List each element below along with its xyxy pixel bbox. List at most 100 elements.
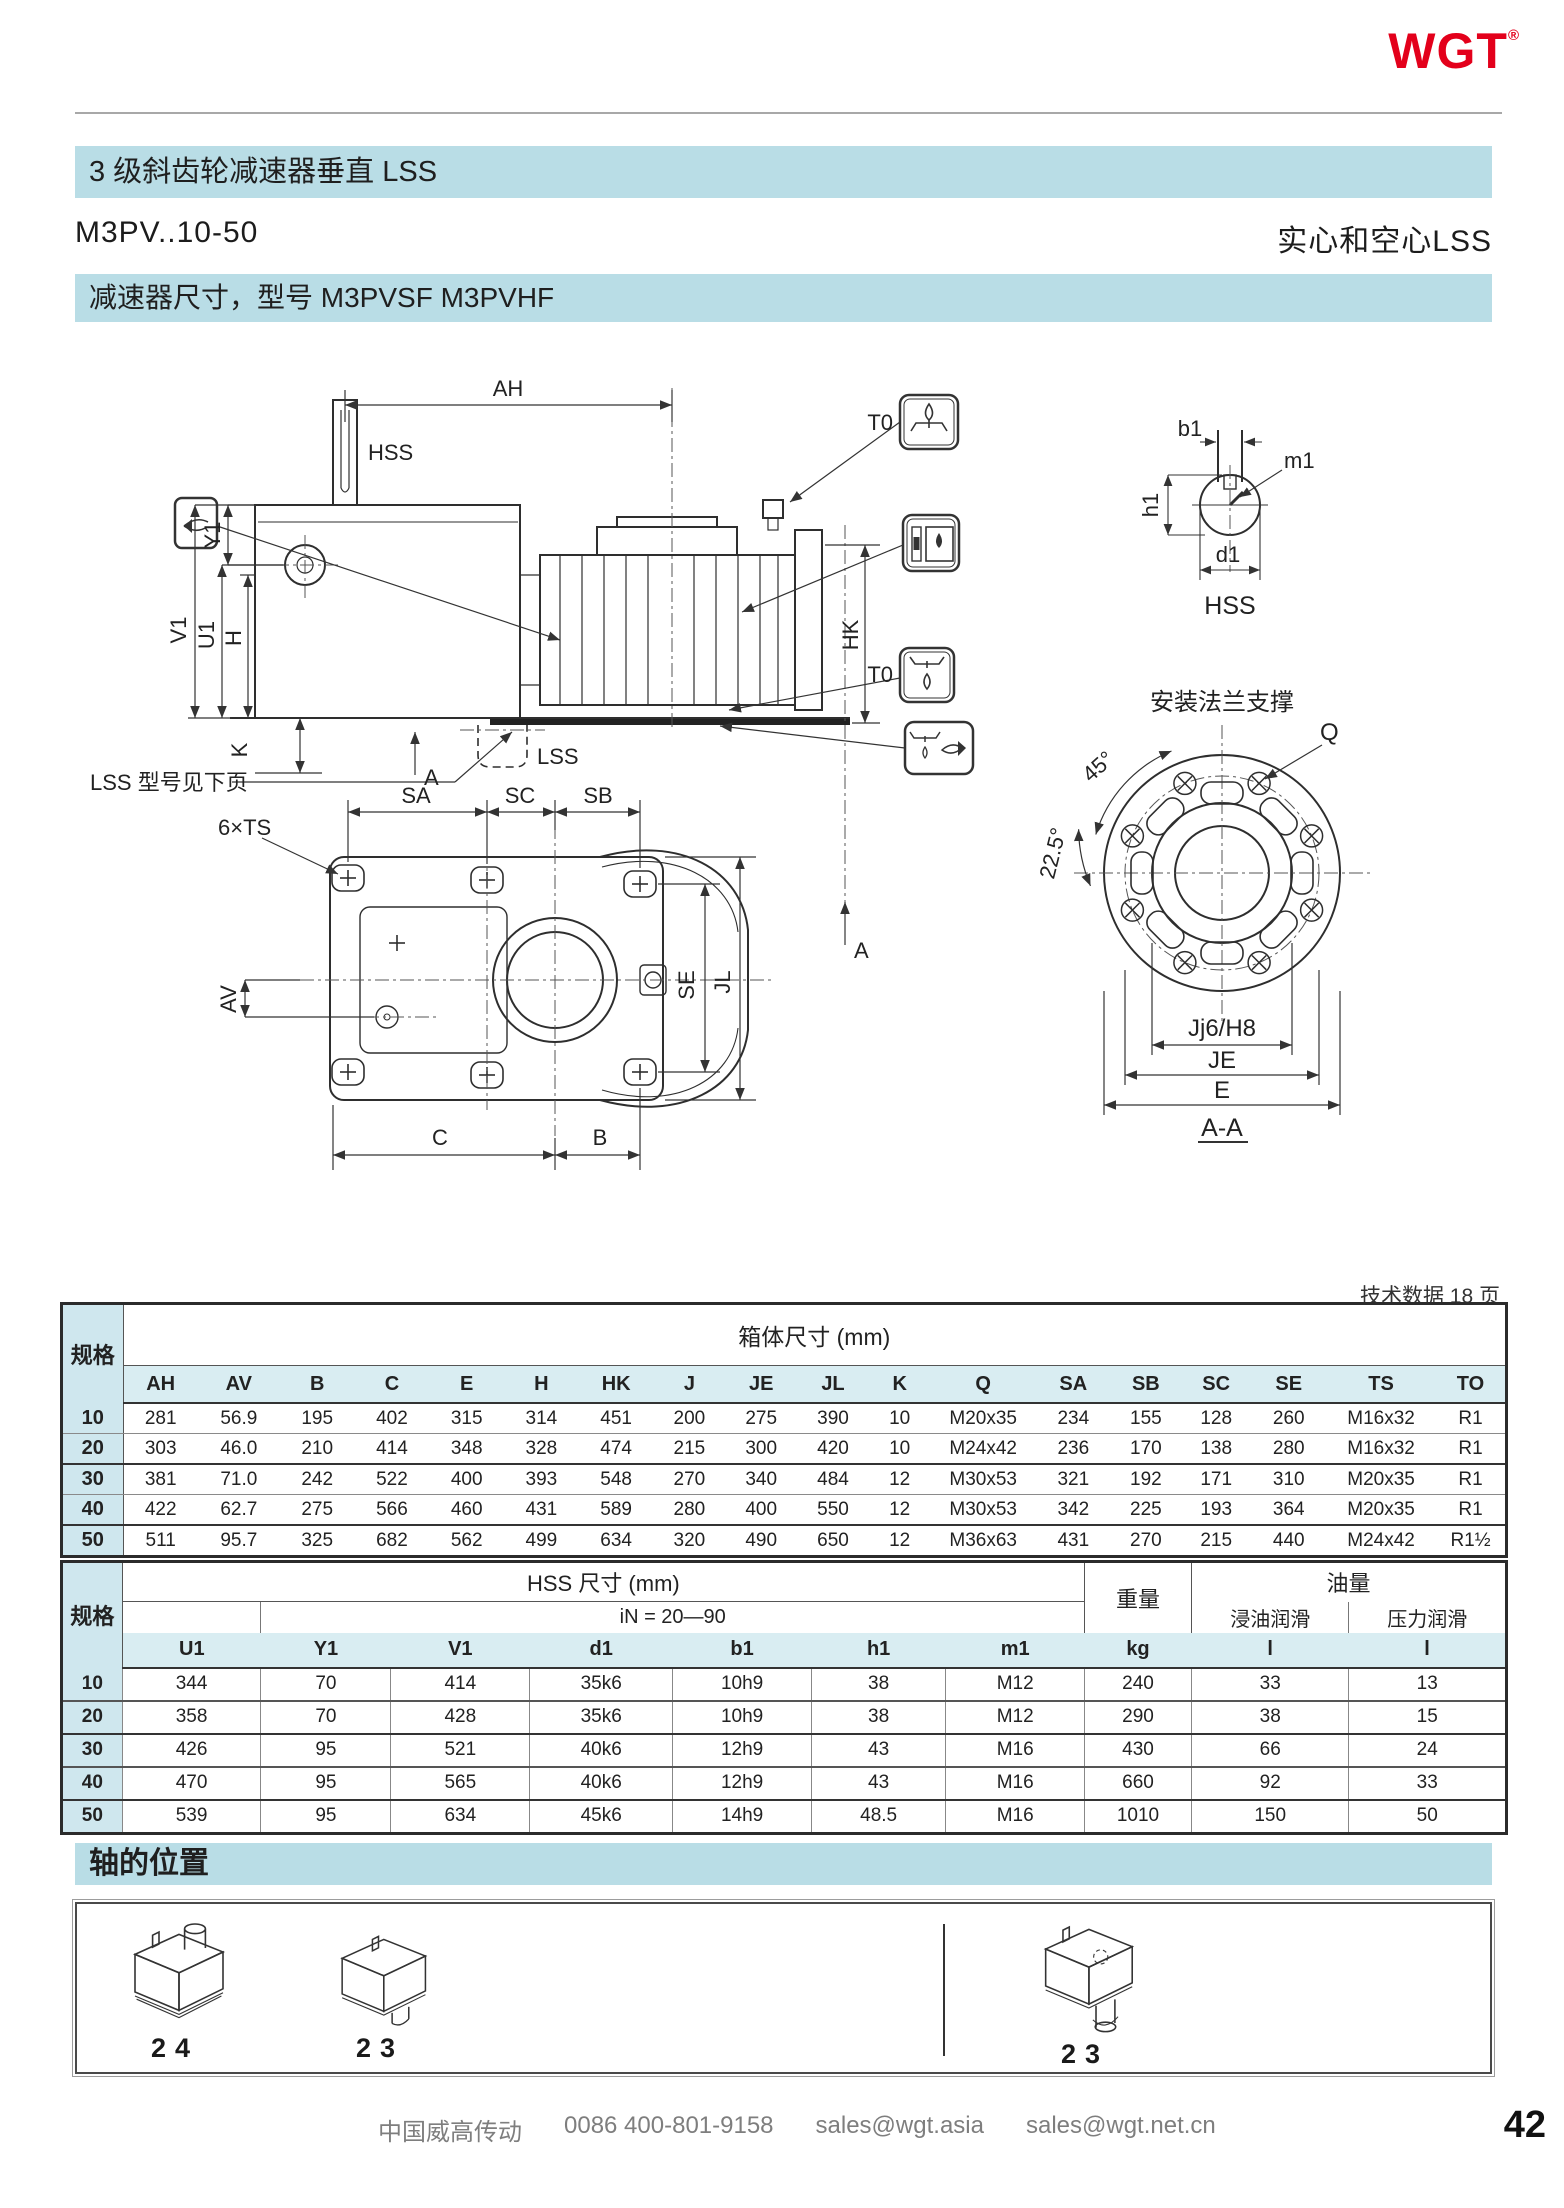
value-cell: 10h9 — [672, 1700, 812, 1735]
value-cell: 325 — [301, 1529, 334, 1551]
value-cell: 15 — [1348, 1700, 1507, 1735]
col-header: TS — [1326, 1365, 1437, 1404]
shaft-position-label: 23 — [1060, 2039, 1110, 2069]
breather-icon — [898, 393, 960, 451]
value-cell: 550 — [797, 1494, 869, 1526]
value-cell: 215 — [1200, 1529, 1233, 1551]
col-header: U1 — [122, 1632, 261, 1669]
value-cell: 490 — [745, 1529, 778, 1551]
page-number: 42 — [1503, 2104, 1546, 2146]
section-label-aa: A-A — [1201, 1114, 1243, 1142]
value-cell: 400 — [429, 1464, 505, 1495]
flange-view: 安装法兰支撑 45° 22.5° Q Jj6/H8 JE E A-A — [1034, 689, 1370, 1143]
model-range: M3PV..10-50 — [75, 216, 259, 249]
footer: 中国威高传动 0086 400-801-9158 sales@wgt.asia … — [378, 2112, 1216, 2147]
value-cell: 393 — [504, 1464, 579, 1495]
value-cell: 381 — [123, 1464, 198, 1495]
col-header: V1 — [390, 1632, 530, 1669]
value-cell: M20x35 — [930, 1403, 1036, 1434]
value-cell: 24 — [1348, 1733, 1507, 1768]
value-cell: 315 — [429, 1403, 505, 1434]
value-cell: 358 — [122, 1700, 262, 1735]
col-header: Y1 — [260, 1632, 391, 1669]
subtitle: 减速器尺寸，型号 M3PVSF M3PVHF — [89, 282, 555, 313]
dim-label-b1: b1 — [1178, 416, 1202, 441]
side-view: AH HSS Y1 V1 U1 H HK K A A LSS T0 T0 LSS… — [90, 376, 975, 963]
value-cell: 40k6 — [529, 1733, 674, 1768]
hss-dimensions-table: 规格 HSS 尺寸 (mm) 重量 油量 iN = 20—90 浸油润滑 压力润… — [60, 1560, 1508, 1835]
shaft-position-divider — [943, 1924, 945, 2056]
dim-label-hss: HSS — [368, 440, 413, 465]
value-cell: M36x63 — [949, 1529, 1017, 1551]
value-cell: M24x42 — [1347, 1529, 1415, 1551]
value-cell: 270 — [653, 1464, 726, 1495]
dim-label-v1: V1 — [166, 617, 191, 644]
dim-label-u1: U1 — [194, 621, 219, 649]
value-cell: 484 — [797, 1464, 869, 1495]
section-title-bar: 3 级斜齿轮减速器垂直 LSS — [75, 146, 1492, 198]
dim-label-b: B — [593, 1125, 608, 1150]
dim-label-sa: SA — [401, 783, 431, 808]
col-header: HK — [578, 1365, 654, 1404]
value-cell: 275 — [725, 1403, 798, 1434]
hss-shaft-detail: b1 m1 h1 d1 HSS — [1138, 416, 1315, 620]
footer-company: 中国威高传动 — [378, 2119, 522, 2146]
value-cell: 95 — [260, 1766, 392, 1801]
value-cell: R1 — [1436, 1464, 1507, 1495]
value-cell: 440 — [1272, 1529, 1305, 1551]
section-title: 3 级斜齿轮减速器垂直 LSS — [89, 156, 438, 188]
dim-label-se: SE — [674, 970, 699, 999]
value-cell: 14h9 — [672, 1799, 812, 1833]
sight-glass-icon — [173, 496, 219, 550]
dim-label-ah: AH — [493, 376, 524, 401]
value-cell: 344 — [122, 1667, 262, 1702]
col-header: K — [868, 1365, 931, 1404]
value-cell: M16 — [945, 1733, 1086, 1768]
value-cell: 260 — [1251, 1403, 1327, 1434]
value-cell: 225 — [1110, 1494, 1182, 1526]
dim-label-e: E — [1214, 1077, 1230, 1104]
value-cell: 210 — [279, 1433, 355, 1465]
shaft-position-23-hollow: 23 — [1005, 1916, 1165, 2070]
shaft-position-24: 24 — [95, 1916, 255, 2064]
value-cell: 46.0 — [197, 1433, 280, 1465]
col-header: SC — [1181, 1365, 1252, 1404]
value-cell: 300 — [725, 1433, 798, 1465]
spec-cell: 50 — [61, 1799, 123, 1833]
value-cell: 38 — [811, 1700, 947, 1735]
value-cell: 13 — [1348, 1667, 1507, 1702]
ratio-spacer — [122, 1601, 262, 1633]
value-cell: M20x35 — [1326, 1464, 1437, 1495]
value-cell: 10 — [868, 1433, 931, 1465]
col-header: b1 — [672, 1632, 812, 1669]
value-cell: 43 — [811, 1733, 947, 1768]
value-cell: 566 — [354, 1494, 430, 1526]
value-cell: 414 — [354, 1433, 430, 1465]
label-t0-top: T0 — [867, 410, 893, 435]
value-cell: M16 — [945, 1766, 1086, 1801]
value-cell: 589 — [578, 1494, 654, 1526]
value-cell: 499 — [525, 1529, 558, 1551]
oil-level-icon — [901, 513, 961, 573]
dim-label-d1: d1 — [1216, 542, 1240, 567]
registered-mark: ® — [1507, 27, 1520, 44]
dimension-drawing: AH HSS Y1 V1 U1 H HK K A A LSS T0 T0 LSS… — [90, 376, 1370, 1170]
value-cell: 431 — [1057, 1529, 1090, 1551]
value-cell: 48.5 — [811, 1799, 947, 1833]
value-cell: M16x32 — [1326, 1403, 1437, 1434]
value-cell: 10 — [868, 1403, 931, 1434]
value-cell: 634 — [600, 1529, 632, 1551]
shaft-position-box — [72, 1899, 1495, 2077]
col-header: Q — [930, 1365, 1036, 1404]
value-cell: R1 — [1436, 1494, 1507, 1526]
value-cell: 328 — [504, 1433, 579, 1465]
dim-label-h1: h1 — [1138, 493, 1163, 517]
value-cell: M30x53 — [930, 1464, 1036, 1495]
value-cell: 10h9 — [672, 1667, 812, 1702]
value-cell: 280 — [653, 1494, 726, 1526]
dim-label-m1: m1 — [1284, 448, 1315, 473]
